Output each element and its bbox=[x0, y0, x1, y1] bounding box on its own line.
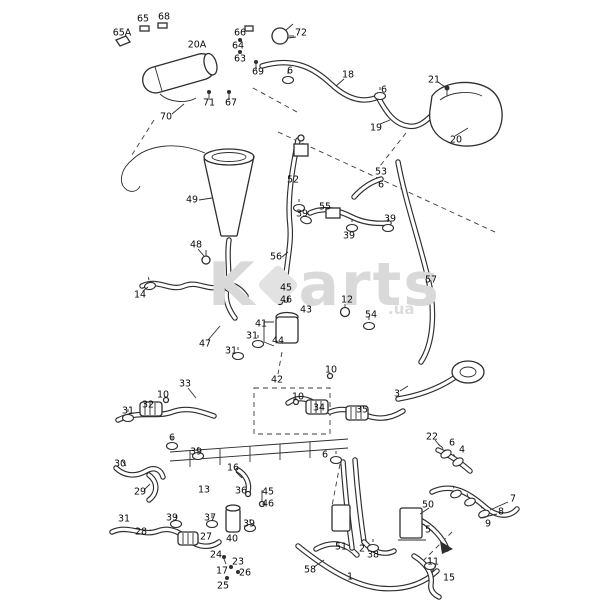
part-number-label: 53 bbox=[374, 166, 388, 178]
part-number-label: 1 bbox=[346, 571, 354, 583]
part-number-label: 68 bbox=[157, 11, 171, 23]
part-number-label: 52 bbox=[286, 174, 300, 186]
part-number-label: 71 bbox=[202, 97, 216, 109]
part-number-label: 66 bbox=[233, 27, 247, 39]
part-number-label: 25 bbox=[216, 580, 230, 592]
lower-right-bracket-art bbox=[222, 490, 453, 580]
part-number-label: 14 bbox=[133, 289, 147, 301]
part-number-label: 20 bbox=[449, 134, 463, 146]
part-number-label: 26 bbox=[238, 567, 252, 579]
part-number-label: 31 bbox=[121, 405, 135, 417]
part-number-label: 34 bbox=[312, 402, 326, 414]
part-number-label: 29 bbox=[133, 486, 147, 498]
part-number-label: 31 bbox=[224, 345, 238, 357]
part-number-label: 39 bbox=[295, 208, 309, 220]
part-number-label: 2 bbox=[358, 543, 366, 555]
part-number-label: 12 bbox=[340, 294, 354, 306]
part-number-label: 39 bbox=[342, 230, 356, 242]
part-number-label: 69 bbox=[251, 66, 265, 78]
part-number-label: 30 bbox=[113, 458, 127, 470]
part-number-label: 23 bbox=[231, 556, 245, 568]
part-number-label: 6 bbox=[380, 84, 388, 96]
part-number-label: 20A bbox=[187, 39, 207, 51]
part-number-label: 10 bbox=[156, 389, 170, 401]
part-number-label: 56 bbox=[269, 251, 283, 263]
part-number-label: 6 bbox=[168, 432, 176, 444]
part-number-label: 47 bbox=[198, 338, 212, 350]
part-number-label: 3 bbox=[393, 388, 401, 400]
part-number-label: 42 bbox=[270, 374, 284, 386]
part-number-label: 65 bbox=[136, 13, 150, 25]
part-number-label: 39 bbox=[165, 512, 179, 524]
part-number-label: 35 bbox=[355, 404, 369, 416]
part-number-label: 64 bbox=[231, 40, 245, 52]
part-number-label: 16 bbox=[226, 462, 240, 474]
watermark: K arts bbox=[208, 250, 441, 320]
part-number-label: 22 bbox=[425, 431, 439, 443]
part-number-label: 17 bbox=[215, 565, 229, 577]
part-number-label: 39 bbox=[383, 213, 397, 225]
part-number-label: 46 bbox=[279, 294, 293, 306]
corrugated-couplers-art bbox=[139, 399, 369, 546]
pump-assembly-art bbox=[115, 22, 297, 102]
part-number-label: 46 bbox=[261, 498, 275, 510]
part-number-label: 44 bbox=[271, 335, 285, 347]
part-number-label: 7 bbox=[509, 493, 517, 505]
part-number-label: 6 bbox=[321, 449, 329, 461]
part-number-label: 10 bbox=[324, 364, 338, 376]
part-number-label: 70 bbox=[159, 111, 173, 123]
watermark-domain: .ua bbox=[388, 300, 415, 318]
reservoir-art bbox=[428, 81, 503, 147]
part-number-label: 65A bbox=[112, 27, 132, 39]
part-number-label: 6 bbox=[377, 179, 385, 191]
label-leader-lines bbox=[121, 35, 509, 573]
part-number-label: 39 bbox=[242, 518, 256, 530]
part-number-label: 58 bbox=[303, 564, 317, 576]
part-number-label: 24 bbox=[209, 549, 223, 561]
part-number-label: 13 bbox=[197, 484, 211, 496]
watermark-text-left: K bbox=[208, 250, 257, 320]
part-number-label: 54 bbox=[364, 309, 378, 321]
part-number-label: 38 bbox=[366, 549, 380, 561]
part-number-label: 6 bbox=[286, 65, 294, 77]
part-number-label: 48 bbox=[189, 239, 203, 251]
part-number-label: 37 bbox=[203, 512, 217, 524]
part-number-label: 11 bbox=[426, 556, 440, 568]
part-number-label: 27 bbox=[199, 531, 213, 543]
part-number-label: 19 bbox=[369, 122, 383, 134]
part-number-label: 32 bbox=[141, 399, 155, 411]
part-number-label: 28 bbox=[134, 526, 148, 538]
part-number-label: 31 bbox=[245, 330, 259, 342]
part-number-label: 15 bbox=[442, 572, 456, 584]
part-number-label: 41 bbox=[254, 318, 268, 330]
watermark-text-right: arts bbox=[298, 250, 441, 320]
part-number-label: 63 bbox=[233, 53, 247, 65]
part-number-label: 45 bbox=[279, 282, 293, 294]
part-number-label: 51 bbox=[334, 541, 348, 553]
part-number-label: 72 bbox=[294, 27, 308, 39]
part-number-label: 49 bbox=[185, 194, 199, 206]
part-number-label: 67 bbox=[224, 97, 238, 109]
funnel-art bbox=[121, 145, 255, 265]
part-number-label: 18 bbox=[341, 69, 355, 81]
part-number-label: 50 bbox=[421, 499, 435, 511]
part-number-label: 36 bbox=[234, 485, 248, 497]
part-number-label: 43 bbox=[299, 304, 313, 316]
part-number-label: 4 bbox=[458, 444, 466, 456]
part-number-label: 39 bbox=[189, 446, 203, 458]
part-number-label: 8 bbox=[497, 506, 505, 518]
part-number-label: 6 bbox=[448, 437, 456, 449]
part-number-label: 55 bbox=[318, 201, 332, 213]
part-number-label: 45 bbox=[261, 486, 275, 498]
part-number-label: 31 bbox=[117, 513, 131, 525]
part-number-label: 21 bbox=[427, 74, 441, 86]
part-number-label: 10 bbox=[291, 391, 305, 403]
part-number-label: 33 bbox=[178, 378, 192, 390]
part-number-label: 9 bbox=[484, 518, 492, 530]
part-number-label: 5 bbox=[424, 524, 432, 536]
part-number-label: 40 bbox=[225, 533, 239, 545]
part-number-label: 57 bbox=[424, 274, 438, 286]
